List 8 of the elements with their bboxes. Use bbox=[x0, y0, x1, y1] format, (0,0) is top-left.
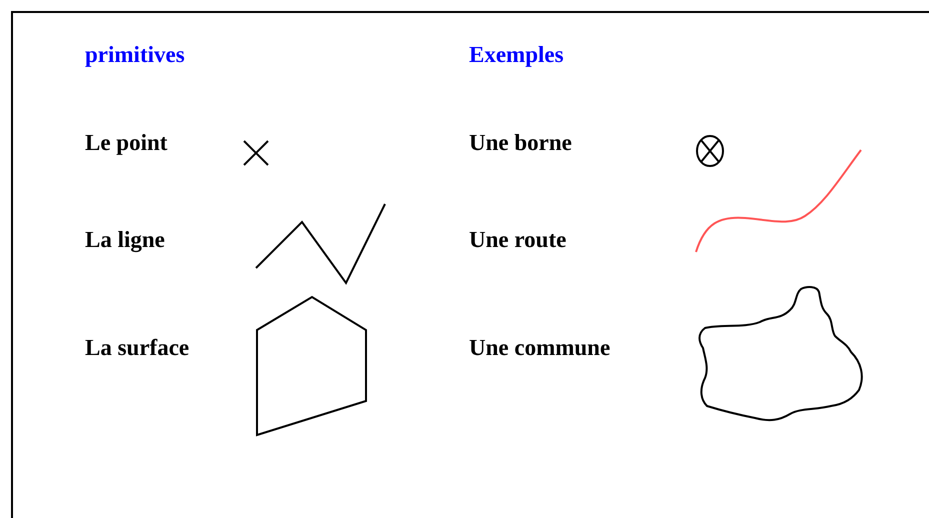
column-heading: primitives bbox=[85, 43, 185, 66]
example-label: Une commune bbox=[469, 336, 610, 359]
primitive-label: La surface bbox=[85, 336, 190, 359]
primitive-label: La ligne bbox=[85, 228, 165, 251]
column-heading: Exemples bbox=[469, 43, 564, 66]
example-label: Une borne bbox=[469, 131, 572, 154]
example-label: Une route bbox=[469, 228, 566, 251]
primitive-label: Le point bbox=[85, 131, 168, 154]
